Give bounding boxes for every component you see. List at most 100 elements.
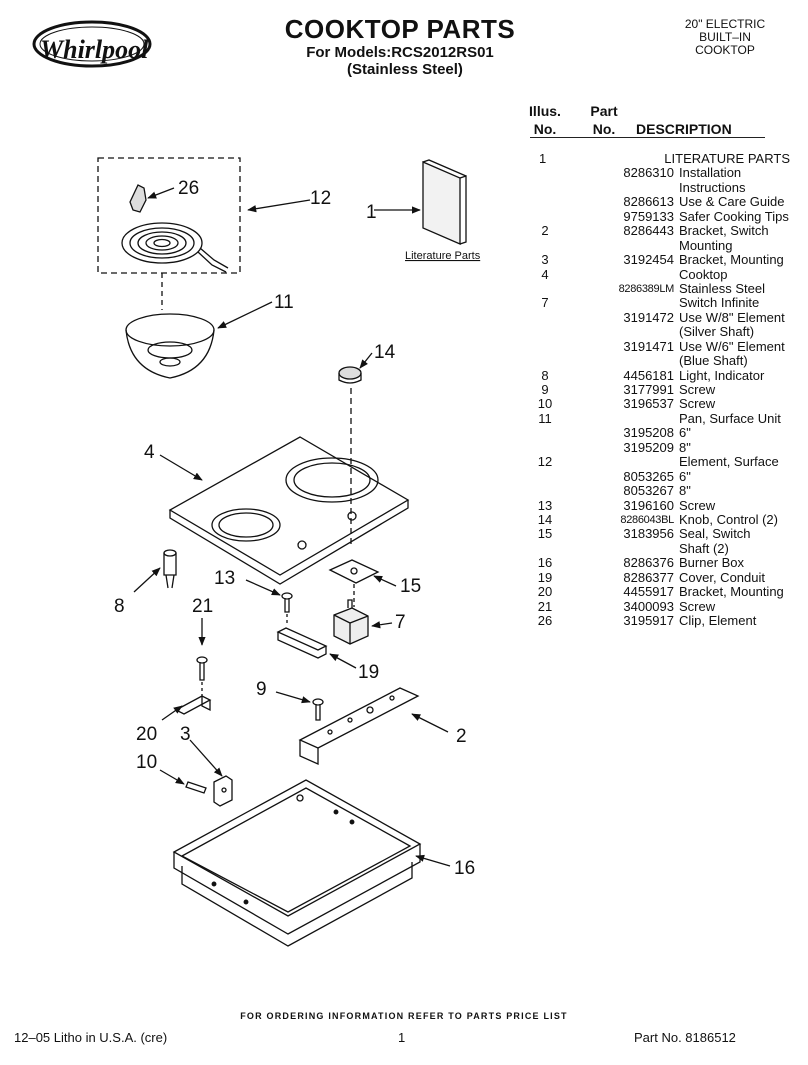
screw-13 [281, 592, 293, 613]
callout-15: 15 [400, 576, 421, 597]
screw-9 [312, 698, 324, 721]
arrow-16 [415, 854, 451, 867]
arrow-11 [217, 301, 273, 329]
part-description: Knob, Control (2) [679, 511, 778, 527]
callout-2: 2 [456, 726, 467, 747]
part-description: Screw [679, 382, 716, 397]
part-number [570, 296, 679, 310]
part-number [570, 542, 679, 556]
parts-row: (Blue Shaft) [520, 353, 790, 369]
arrow-12 [247, 199, 311, 213]
illus-number: 11 [538, 410, 552, 426]
part-number: 8286310 [623, 165, 674, 181]
callout-26: 26 [178, 178, 199, 199]
part-number: 8286043BL [620, 513, 674, 526]
illus-number: 8 [541, 367, 549, 383]
product-type-line: 20" ELECTRIC [684, 17, 766, 31]
arrow-9 [275, 691, 311, 704]
switch-seal [328, 559, 380, 584]
element-group-box [97, 157, 241, 274]
arrow-7 [371, 621, 393, 629]
callout-8: 8 [114, 596, 125, 617]
part-description: Pan, Surface Unit [679, 410, 781, 426]
part-number [570, 268, 679, 282]
part-no-header: Part No. [590, 103, 618, 137]
part-description: (Blue Shaft) [679, 353, 748, 369]
illus-number: 14 [537, 511, 553, 527]
parts-row: 1 LITERATURE PARTS [520, 151, 790, 166]
callout-11: 11 [274, 292, 294, 313]
part-description: Safer Cooking Tips [679, 208, 789, 224]
switch-mounting-bracket [298, 687, 420, 766]
drip-pan [125, 313, 215, 379]
illus-no-header: Illus. No. [529, 103, 561, 137]
arrow-26 [147, 187, 175, 199]
part-description: Instructions [679, 179, 746, 195]
part-description: 6" [679, 425, 691, 441]
part-description: Installation [679, 165, 742, 181]
parts-row: 11 Pan, Surface Unit [520, 410, 790, 426]
part-description: LITERATURE PARTS [664, 151, 790, 166]
screw-10 [185, 781, 207, 794]
mounting-bracket-3 [213, 775, 233, 807]
part-number: 8286443 [623, 223, 674, 239]
arrow-10 [159, 769, 185, 785]
part-number: 3191472 [623, 309, 674, 325]
part-description: Use & Care Guide [679, 194, 785, 210]
callout-4: 4 [144, 442, 155, 463]
part-number [565, 152, 664, 166]
illus-number: 15 [537, 526, 553, 542]
finish-line: (Stainless Steel) [347, 61, 463, 78]
page-number: 1 [398, 1030, 406, 1045]
part-number: 3196537 [623, 396, 674, 412]
part-number: 8053265 [623, 468, 674, 484]
control-knob [338, 366, 362, 384]
part-number: 4455917 [623, 584, 674, 600]
infinite-switch [333, 599, 369, 645]
illus-number: 3 [541, 252, 549, 268]
callout-10: 10 [136, 752, 157, 773]
illus-number: 1 [538, 151, 547, 166]
parts-row: Mounting [520, 238, 790, 253]
illus-number: 26 [537, 613, 553, 628]
conduit-cover [276, 627, 328, 659]
part-number: 3196160 [623, 497, 674, 513]
part-description: Light, Indicator [679, 367, 765, 383]
arrow-20 [161, 705, 183, 721]
svg-text:Whirlpool: Whirlpool [40, 35, 149, 64]
arrow-3 [189, 739, 223, 777]
arrow-14 [359, 352, 373, 369]
part-description: Element, Surface [679, 454, 779, 470]
part-description: (Silver Shaft) [679, 324, 755, 340]
illus-number: 19 [537, 569, 553, 585]
element-clip [129, 184, 147, 213]
illus-number: 20 [537, 584, 553, 600]
parts-row: 14 8286043BL Knob, Control (2) [520, 511, 790, 527]
part-description: Seal, Switch [679, 526, 751, 542]
arrow-15 [373, 575, 397, 587]
callout-1: 1 [366, 202, 377, 223]
part-number [570, 325, 679, 339]
callout-21: 21 [192, 596, 213, 617]
illus-number: 7 [541, 295, 549, 311]
part-description: Cover, Conduit [679, 569, 765, 585]
parts-row: Instructions [520, 179, 790, 195]
part-number [570, 239, 679, 253]
part-number: 9759133 [623, 208, 674, 224]
parts-row: 9759133 Safer Cooking Tips [520, 208, 790, 224]
illus-number: 2 [541, 223, 549, 239]
part-description: Stainless Steel [679, 280, 765, 296]
illus-number: 9 [541, 382, 549, 397]
illus-number: 13 [537, 497, 553, 513]
